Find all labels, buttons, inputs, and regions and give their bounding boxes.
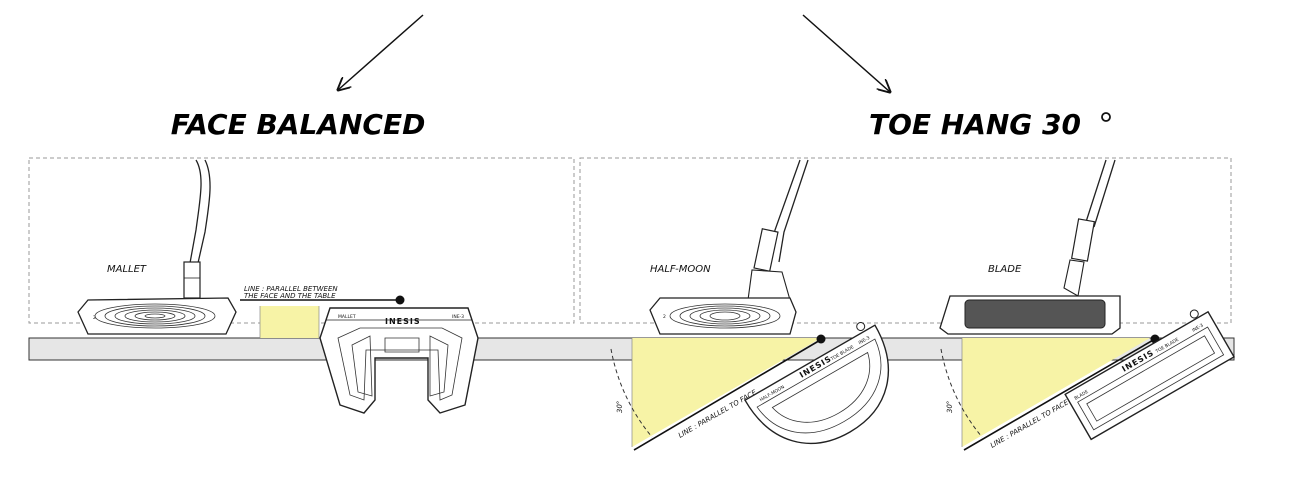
svg-text:2: 2 [93,315,96,321]
svg-text:INE-3: INE-3 [858,335,872,346]
blade-angle-arc [940,348,983,438]
svg-text:INESIS: INESIS [385,317,421,326]
degree-mark [1101,112,1111,122]
annotation-parallel-table-1: LINE : PARALLEL BETWEEN [244,285,338,293]
half-moon-bottom-view: HALF-MOON INESIS TOE BLADE INE-3 [744,321,889,445]
annotation-parallel-table-2: THE FACE AND THE TABLE [244,292,336,300]
half-moon-angle-wedge [632,338,821,447]
angle-label-1: 30° [616,401,624,414]
blade-bottom-view: BLADE INESIS TOE BLADE INE-3 [1064,309,1235,441]
svg-text:INE-3: INE-3 [452,314,464,320]
half-moon-parallel-line [633,338,823,451]
parallel-highlight [260,306,319,338]
mallet-putter: 2 [77,159,237,335]
half-moon-face-grooves [669,303,781,329]
title-face-balanced: FACE BALANCED [171,108,426,141]
angle-label-2: 30° [946,401,954,414]
svg-text:INE-3: INE-3 [1191,322,1205,333]
parallel-table-dot [395,295,405,305]
blade-putter [939,159,1121,335]
label-mallet: MALLET [107,264,147,275]
svg-text:MALLET: MALLET [338,314,356,320]
half-moon-putter: 2 [649,159,809,335]
toe-hang-frame [579,157,1232,324]
blade-angle-wedge [962,338,1150,447]
svg-text:2: 2 [663,314,666,320]
mallet-face-grooves [94,303,216,329]
blade-parallel-line [963,338,1156,451]
half-moon-angle-arc [610,348,653,438]
arrow-right [802,14,890,92]
title-toe-hang: TOE HANG 30 [869,108,1111,141]
svg-text:TOE HANG 30: TOE HANG 30 [869,108,1081,141]
blade-face-insert [964,299,1106,329]
label-blade: BLADE [988,264,1022,275]
arrow-left [338,14,424,90]
mallet-bottom-view: MALLET INESIS INE-3 [319,307,479,414]
label-half-moon: HALF-MOON [650,264,711,275]
